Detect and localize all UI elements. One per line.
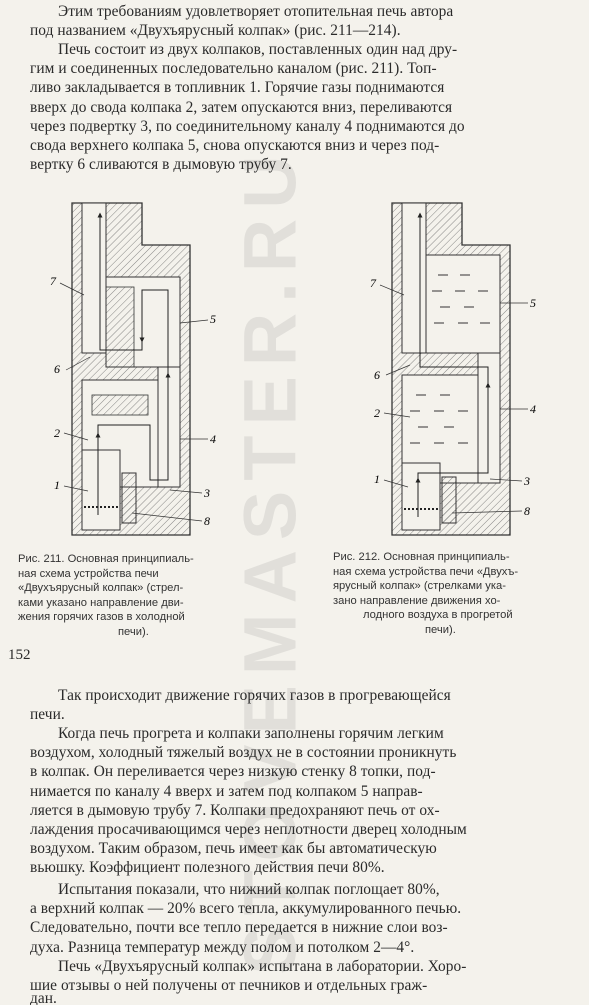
caption-line: ярусный колпак» (стрелками ука- — [333, 580, 506, 593]
text-line: под названием «Двухъярусный колпак» (рис… — [30, 22, 401, 40]
page-number: 152 — [8, 647, 31, 663]
label-3: 3 — [523, 474, 530, 488]
text-line: нимается по каналу 4 вверх и затем под к… — [30, 782, 423, 800]
text-line: в колпак. Он переливается через низкую с… — [30, 763, 436, 781]
caption-line: Рис. 211. Основная принципиаль- — [18, 553, 194, 565]
text-line: печи. — [30, 706, 65, 724]
label-4: 4 — [530, 402, 536, 416]
caption-line: ная схема устройства печи «Двухъ- — [333, 565, 519, 578]
paragraph-3: Испытания показали, что нижний колпак по… — [30, 880, 572, 957]
text-line: дан. — [30, 994, 57, 1005]
text-line: Этим требованиям удовлетворяет отопитель… — [58, 3, 454, 20]
text-line: Следовательно, почти все тепло передаетс… — [30, 919, 448, 937]
label-1: 1 — [374, 472, 380, 486]
label-8: 8 — [524, 504, 530, 518]
label-6: 6 — [54, 362, 60, 376]
caption-line: ками указано направление дви- — [18, 596, 184, 609]
text-line: ляется в дымовую трубу 7. Колпаки предох… — [30, 801, 440, 819]
label-5: 5 — [210, 312, 216, 326]
caption-line: жения горячих газов в холодной — [18, 611, 185, 624]
caption-line: печи). — [118, 625, 149, 638]
description-paragraph: Печь состоит из двух колпаков, поставлен… — [30, 40, 572, 174]
figure-211-caption: Рис. 211. Основная принципиаль- ная схем… — [18, 552, 268, 640]
text-line: лаждения просачивающимся через неплотнос… — [30, 821, 467, 839]
text-line: Печь состоит из двух колпаков, поставлен… — [58, 41, 458, 58]
figure-211: 7 6 2 1 5 4 3 8 — [40, 195, 240, 545]
intro-paragraph: Этим требованиям удовлетворяет отопитель… — [30, 2, 560, 40]
caption-line: «Двухъярусный колпак» (стрел- — [18, 582, 184, 595]
label-1: 1 — [54, 478, 60, 492]
label-7: 7 — [370, 276, 377, 290]
text-line: Печь «Двухъярусный колпак» испытана в ла… — [58, 958, 467, 975]
text-line: свода верхнего колпака 5, снова опускают… — [30, 137, 440, 155]
paragraph-4: Печь «Двухъярусный колпак» испытана в ла… — [30, 957, 572, 995]
label-5: 5 — [530, 296, 536, 310]
text-line: воздухом, холодный тяжелый воздух не в с… — [30, 744, 457, 762]
text-line: шие отзывы о ней получены от печников и … — [30, 977, 428, 995]
caption-line: Рис. 212. Основная принципиаль- — [333, 551, 510, 563]
label-8: 8 — [204, 514, 210, 528]
text-line: Когда печь прогрета и колпаки заполнены … — [58, 725, 444, 742]
label-2: 2 — [374, 406, 380, 420]
paragraph-2: Когда печь прогрета и колпаки заполнены … — [30, 724, 572, 878]
text-line: через подвертку 3, по соединительному ка… — [30, 117, 465, 135]
text-line: ливо закладывается в топливник 1. Горячи… — [30, 79, 445, 97]
text-line: вьюшку. Коэффициент полезного действия п… — [30, 859, 385, 877]
text-line: а верхний колпак — 20% всего тепла, акку… — [30, 900, 462, 918]
label-6: 6 — [374, 368, 380, 382]
text-line: Испытания показали, что нижний колпак по… — [58, 881, 440, 898]
text-line: вертку 6 сливаются в дымовую трубу 7. — [30, 156, 292, 174]
figure-212-caption: Рис. 212. Основная принципиаль- ная схем… — [333, 550, 578, 638]
text-line: воздухом. Таким образом, печь имеет как … — [30, 840, 437, 858]
caption-line: лодного воздуха в прогретой — [363, 609, 513, 622]
paragraph-1: Так происходит движение горячих газов в … — [30, 686, 572, 724]
text-line: гим и соединенных последовательно канало… — [30, 60, 437, 78]
text-line: Так происходит движение горячих газов в … — [58, 687, 451, 704]
label-2: 2 — [54, 426, 60, 440]
caption-line: зано направление движения хо- — [333, 594, 501, 607]
caption-line: ная схема устройства печи — [18, 567, 159, 580]
stove-diagram-cold: 7 6 2 1 5 4 3 8 — [50, 202, 216, 536]
text-line: духа. Разница температур между полом и п… — [30, 938, 415, 956]
label-3: 3 — [203, 486, 210, 500]
stove-diagram-warm: 7 6 2 1 5 4 3 8 — [370, 202, 536, 536]
paragraph-4-tail: дан. — [30, 994, 572, 1005]
label-7: 7 — [50, 274, 57, 288]
figure-212: 7 6 2 1 5 4 3 8 — [360, 195, 560, 545]
label-4: 4 — [210, 432, 216, 446]
text-line: вверх до свода колпака 2, затем опускают… — [30, 98, 453, 116]
caption-line: печи). — [425, 623, 456, 636]
